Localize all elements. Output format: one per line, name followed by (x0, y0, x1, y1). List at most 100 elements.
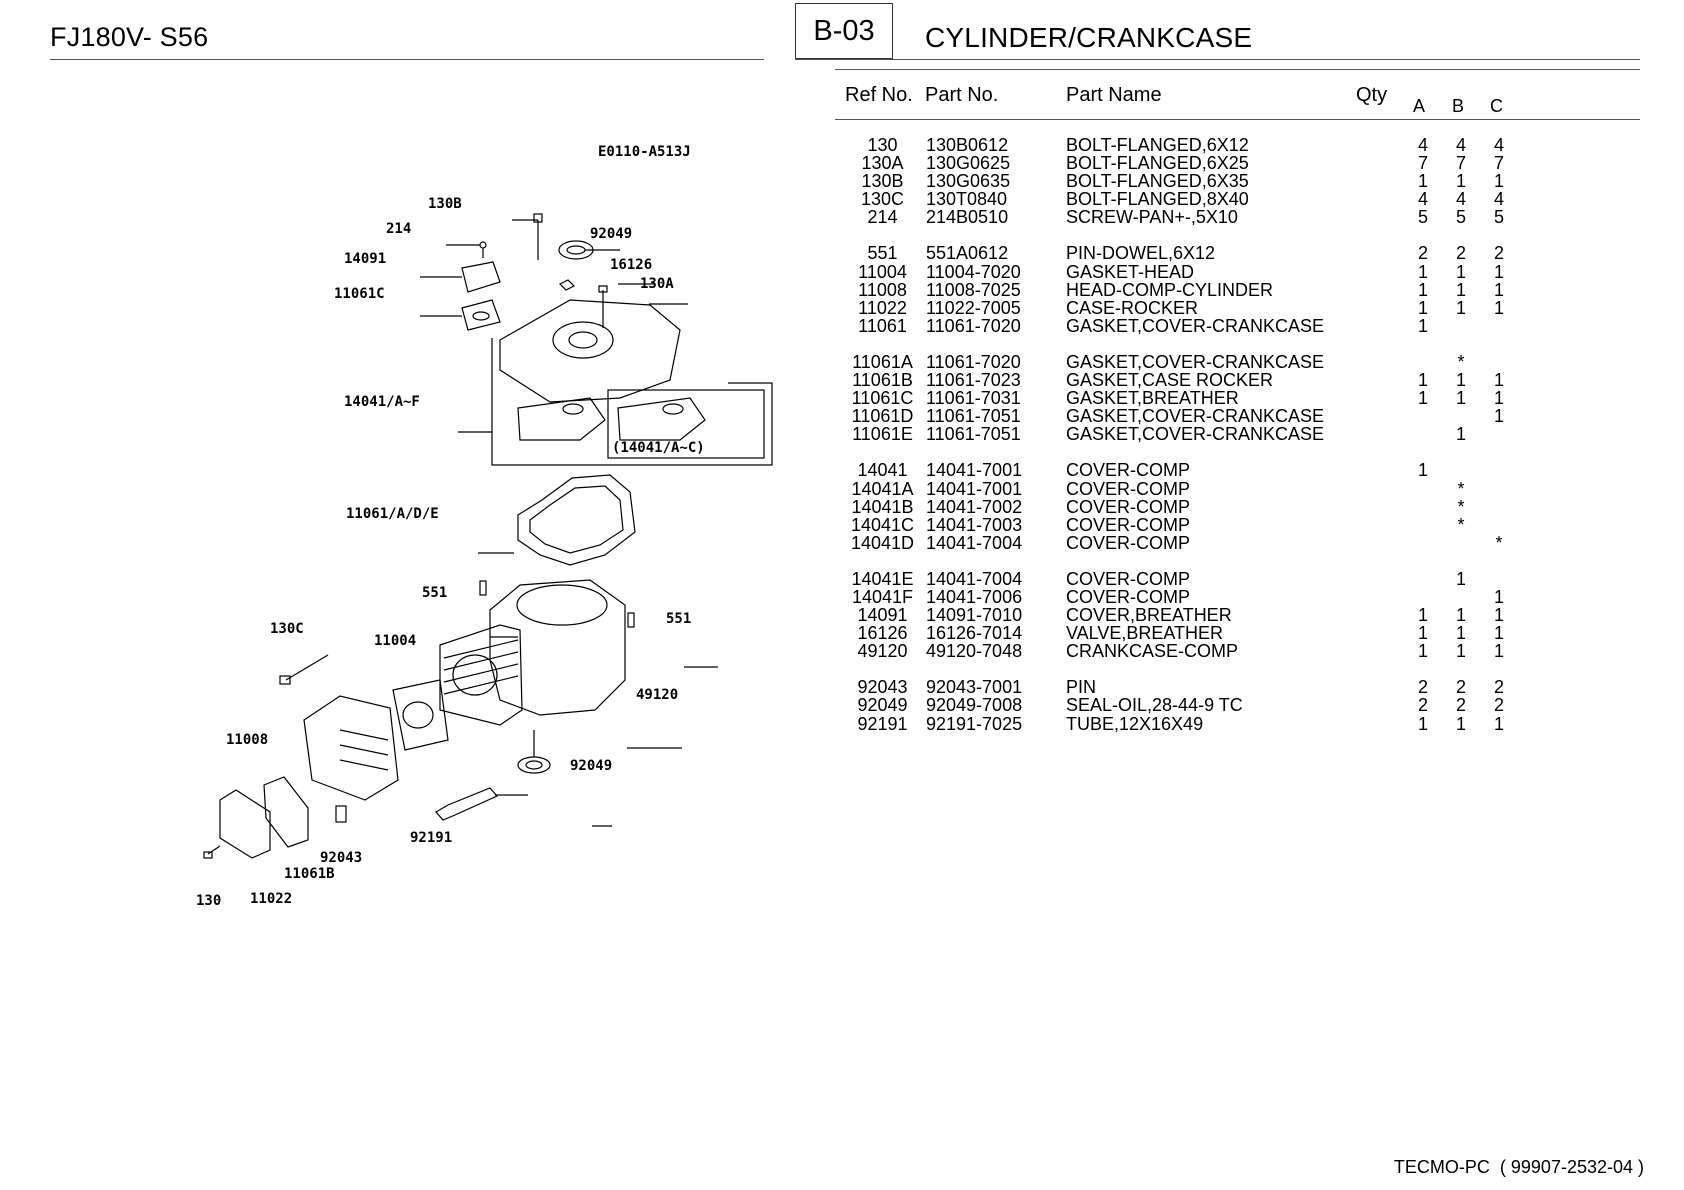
footer-doc-number: TECMO-PC ( 99907-2532-04 ) (1393, 1157, 1644, 1177)
callout-130C: 130C (270, 621, 304, 637)
qty-b: 2 (1455, 677, 1466, 698)
part-number: 49120-7048 (926, 641, 1023, 662)
part-name: GASKET,CASE ROCKER (1066, 370, 1274, 391)
qty-c: 1 (1493, 586, 1504, 607)
callout-551-right: 551 (666, 611, 691, 627)
part-number: 11008-7025 (926, 279, 1021, 300)
part-name: BOLT-FLANGED,8X40 (1066, 189, 1249, 210)
part-number: 92043-7001 (926, 677, 1023, 698)
table-row: 14041D 14041-7004 COVER-COMP * (0, 534, 1684, 552)
qty-a: 1 (1417, 623, 1428, 644)
qty-b: 1 (1455, 370, 1466, 391)
qty-a: 1 (1417, 388, 1428, 409)
part-number: 11061-7051 (926, 424, 1021, 445)
qty-b: 5 (1455, 207, 1466, 228)
part-name: BOLT-FLANGED,6X12 (1066, 135, 1249, 155)
part-number: 16126-7014 (926, 623, 1023, 644)
callout-14041-A-F: 14041/A~F (344, 394, 420, 410)
qty-a: 1 (1417, 279, 1428, 300)
part-ref-no: 11061A (852, 351, 913, 372)
qty-b: 1 (1455, 641, 1466, 662)
qty-a: 4 (1417, 135, 1428, 155)
part-number: 14041-7006 (926, 586, 1023, 607)
qty-c: 1 (1493, 370, 1504, 391)
callout-11004: 11004 (374, 633, 416, 649)
part-name: COVER,BREATHER (1066, 605, 1232, 626)
part-name: COVER-COMP (1066, 460, 1191, 481)
part-ref-no: 49120 (857, 641, 908, 662)
part-name: GASKET,BREATHER (1066, 388, 1239, 409)
model-title: FJ180V- S56 (50, 22, 209, 52)
part-number: 11061-7020 (926, 351, 1021, 372)
part-number: 14091-7010 (926, 605, 1023, 626)
part-ref-no: 130B (861, 171, 904, 192)
part-name: PIN-DOWEL,6X12 (1066, 243, 1216, 264)
qty-c: * (1495, 532, 1503, 553)
qty-a: 1 (1417, 171, 1428, 192)
part-ref-no: 11061E (852, 424, 913, 445)
part-name: COVER-COMP (1066, 478, 1191, 499)
qty-c: 4 (1493, 135, 1504, 155)
qty-b: 4 (1455, 135, 1466, 155)
qty-b: 4 (1455, 189, 1466, 210)
header-rule-right (795, 59, 1640, 60)
qty-b: 1 (1455, 623, 1466, 644)
diagram-code: E0110-A513J (598, 144, 691, 160)
qty-a: 1 (1417, 605, 1428, 626)
part-ref-no: 14091 (857, 605, 908, 626)
qty-b: 1 (1455, 713, 1466, 734)
qty-b: 1 (1455, 388, 1466, 409)
col-header-qty: Qty (1356, 84, 1388, 106)
qty-c: 5 (1493, 207, 1504, 228)
part-name: GASKET,COVER-CRANKCASE (1066, 351, 1325, 372)
table-top-rule (835, 69, 1640, 70)
callout-130: 130 (196, 893, 221, 909)
callout-214: 214 (386, 221, 411, 237)
exploded-parts-diagram: E0110-A513J 130B 214 92049 14091 16126 1… (196, 144, 773, 909)
part-ref-no: 14041D (850, 532, 915, 553)
qty-c: 1 (1493, 297, 1504, 318)
part-number: 11061-7051 (926, 406, 1021, 427)
qty-b: * (1457, 496, 1465, 517)
part-number: 551A0612 (926, 243, 1009, 264)
part-ref-no: 130 (867, 135, 898, 155)
qty-a: 1 (1417, 297, 1428, 318)
part-number: 130B0612 (926, 135, 1009, 155)
part-name: VALVE,BREATHER (1066, 623, 1224, 644)
qty-c: 2 (1493, 243, 1504, 264)
part-number: 14041-7004 (926, 532, 1023, 553)
part-name: COVER-COMP (1066, 586, 1191, 607)
part-ref-no: 92049 (857, 695, 908, 716)
part-ref-no: 14041B (851, 496, 914, 517)
part-name: COVER-COMP (1066, 532, 1191, 553)
part-number: 130T0840 (926, 189, 1008, 210)
qty-c: 1 (1493, 713, 1504, 734)
part-ref-no: 16126 (857, 623, 908, 644)
callout-11022: 11022 (250, 891, 292, 907)
qty-a: 7 (1417, 153, 1428, 174)
part-number: 11022-7005 (926, 297, 1021, 318)
qty-b: 7 (1455, 153, 1466, 174)
part-ref-no: 130C (860, 189, 905, 210)
callout-11008: 11008 (226, 732, 268, 748)
part-ref-no: 11061 (858, 315, 907, 336)
part-ref-no: 11061D (851, 406, 914, 427)
section-title: CYLINDER/CRANKCASE (925, 22, 1253, 53)
qty-c: 1 (1493, 605, 1504, 626)
part-ref-no: 92043 (857, 677, 908, 698)
qty-c: 2 (1493, 695, 1504, 716)
qty-b: 1 (1455, 424, 1466, 445)
qty-b: 1 (1455, 605, 1466, 626)
qty-b: 1 (1455, 297, 1466, 318)
